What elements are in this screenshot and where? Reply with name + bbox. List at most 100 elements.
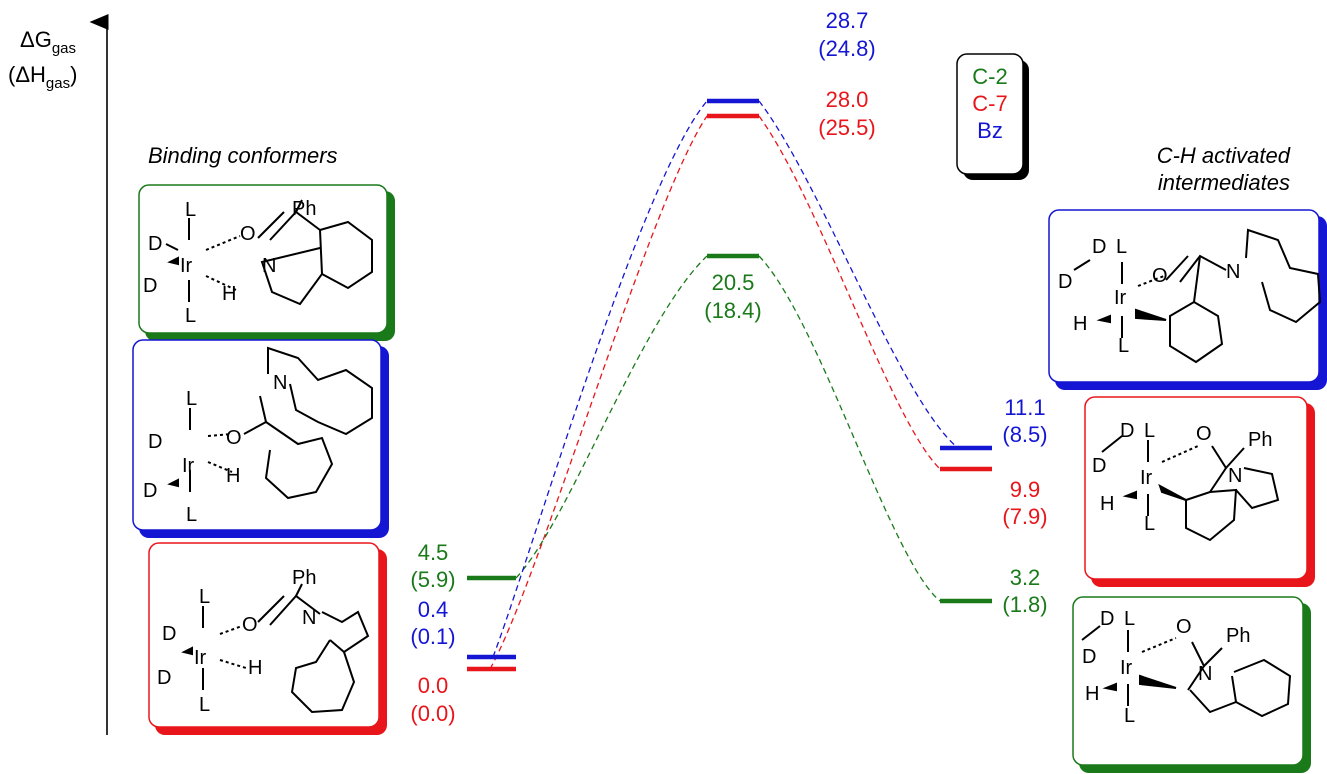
ch-activated-label-line2: intermediates	[1158, 170, 1290, 195]
value-bind-c2-h: (5.9)	[410, 567, 455, 592]
value-bind-bz-g: 0.4	[418, 597, 449, 622]
value-int-c7-h: (7.9)	[1002, 504, 1047, 529]
atom-ir: Ir	[180, 255, 193, 277]
atom-d: D	[1082, 646, 1096, 668]
value-int-c2-g: 3.2	[1010, 565, 1041, 590]
atom-h: H	[1085, 683, 1099, 705]
atom-h: H	[226, 465, 240, 487]
value-bind-c7-g: 0.0	[418, 673, 449, 698]
value-ts-c7-h: (25.5)	[818, 115, 875, 140]
axis-label-g: ΔGgas	[20, 27, 76, 57]
atom-ir: Ir	[182, 455, 195, 477]
box-binding-bz	[132, 339, 389, 538]
box-binding-c7	[148, 542, 387, 735]
atom-o: O	[240, 223, 256, 245]
atom-l: L	[1144, 513, 1155, 535]
value-bind-bz-h: (0.1)	[410, 624, 455, 649]
molecule-binding-c7	[181, 583, 370, 714]
atom-n: N	[273, 372, 287, 394]
binding-conformers-label: Binding conformers	[148, 143, 338, 168]
connector-c7-right	[758, 115, 941, 470]
axis-label-h: (ΔHgas)	[8, 62, 77, 92]
atom-ph: Ph	[1226, 625, 1250, 647]
value-int-c2-h: (1.8)	[1002, 592, 1047, 617]
box-intermediate-bz	[1048, 209, 1327, 390]
atom-ir: Ir	[1120, 657, 1133, 679]
legend-bz: Bz	[977, 118, 1003, 143]
atoms-binding-c7: L D D Ir L H O N Ph	[157, 567, 316, 716]
atom-d: D	[157, 667, 171, 689]
atom-l: L	[199, 586, 210, 608]
atom-l: L	[185, 305, 196, 327]
atoms-intermediate-c2: D L D Ir H L O N Ph	[1082, 608, 1250, 727]
atoms-intermediate-c7: D L D Ir H L O N Ph	[1092, 420, 1272, 535]
atom-n: N	[1228, 465, 1242, 487]
atom-h: H	[1100, 493, 1114, 515]
atom-l: L	[1124, 705, 1135, 727]
value-ts-c2-h: (18.4)	[704, 298, 761, 323]
molecule-intermediate-bz	[1073, 228, 1322, 364]
atom-o: O	[226, 427, 242, 449]
atom-o: O	[242, 614, 258, 636]
atom-d: D	[143, 275, 157, 297]
atom-ir: Ir	[194, 647, 207, 669]
box-intermediate-c2	[1072, 596, 1311, 773]
atom-l: L	[199, 694, 210, 716]
atom-n: N	[1198, 663, 1212, 685]
value-ts-c7-g: 28.0	[826, 87, 869, 112]
legend-c7: C-7	[972, 91, 1007, 116]
energy-levels	[467, 98, 992, 672]
atoms-binding-c2: L D D Ir L H O N Ph	[143, 198, 316, 327]
atom-n: N	[1226, 261, 1240, 283]
atom-d: D	[148, 431, 162, 453]
atom-l: L	[1144, 420, 1155, 442]
atom-d: D	[143, 480, 157, 502]
atom-n: N	[302, 607, 316, 629]
value-int-bz-g: 11.1	[1004, 395, 1045, 420]
atom-ph: Ph	[292, 198, 316, 220]
value-ts-bz-h: (24.8)	[818, 36, 875, 61]
connector-c7-left	[489, 115, 708, 670]
energy-values: 4.5 (5.9) 0.4 (0.1) 0.0 (0.0) 28.7 (24.8…	[410, 8, 1047, 726]
atoms-binding-bz: L D D Ir L H O N	[143, 372, 287, 526]
molecule-binding-bz	[167, 346, 373, 500]
box-binding-c2	[138, 184, 395, 341]
molecule-intermediate-c2	[1081, 625, 1292, 718]
value-ts-bz-g: 28.7	[826, 8, 869, 33]
atom-o: O	[1196, 423, 1212, 445]
connectors	[489, 100, 959, 670]
value-bind-c7-h: (0.0)	[410, 701, 455, 726]
connector-c2-left	[515, 255, 708, 579]
connector-bz-right	[758, 100, 959, 449]
value-int-c7-g: 9.9	[1010, 477, 1041, 502]
molecule-binding-c2	[165, 199, 373, 306]
atom-d: D	[1120, 420, 1134, 442]
atom-n: N	[262, 255, 276, 277]
legend-c2: C-2	[972, 64, 1007, 89]
atom-ir: Ir	[1140, 467, 1153, 489]
atom-l: L	[186, 388, 197, 410]
ch-activated-label-line1: C-H activated	[1157, 143, 1291, 168]
value-bind-c2-g: 4.5	[418, 540, 449, 565]
atoms-intermediate-bz: D L D Ir H L O N	[1058, 236, 1240, 357]
atom-l: L	[185, 199, 196, 221]
atom-d: D	[1058, 271, 1072, 293]
atom-d: D	[148, 233, 162, 255]
atom-l: L	[1116, 236, 1127, 258]
atom-h: H	[222, 283, 236, 305]
connector-c2-right	[758, 255, 941, 602]
legend: C-2 C-7 Bz	[956, 53, 1029, 180]
atom-ph: Ph	[292, 567, 316, 589]
atom-d: D	[1092, 455, 1106, 477]
atom-ph: Ph	[1248, 429, 1272, 451]
connector-bz-left	[492, 100, 708, 658]
atom-l: L	[186, 504, 197, 526]
atom-l: L	[1118, 335, 1129, 357]
atom-d: D	[162, 623, 176, 645]
atom-ir: Ir	[1114, 287, 1127, 309]
value-int-bz-h: (8.5)	[1002, 422, 1047, 447]
atom-l: L	[1124, 608, 1135, 630]
atom-d: D	[1100, 608, 1114, 630]
atom-d: D	[1092, 236, 1106, 258]
